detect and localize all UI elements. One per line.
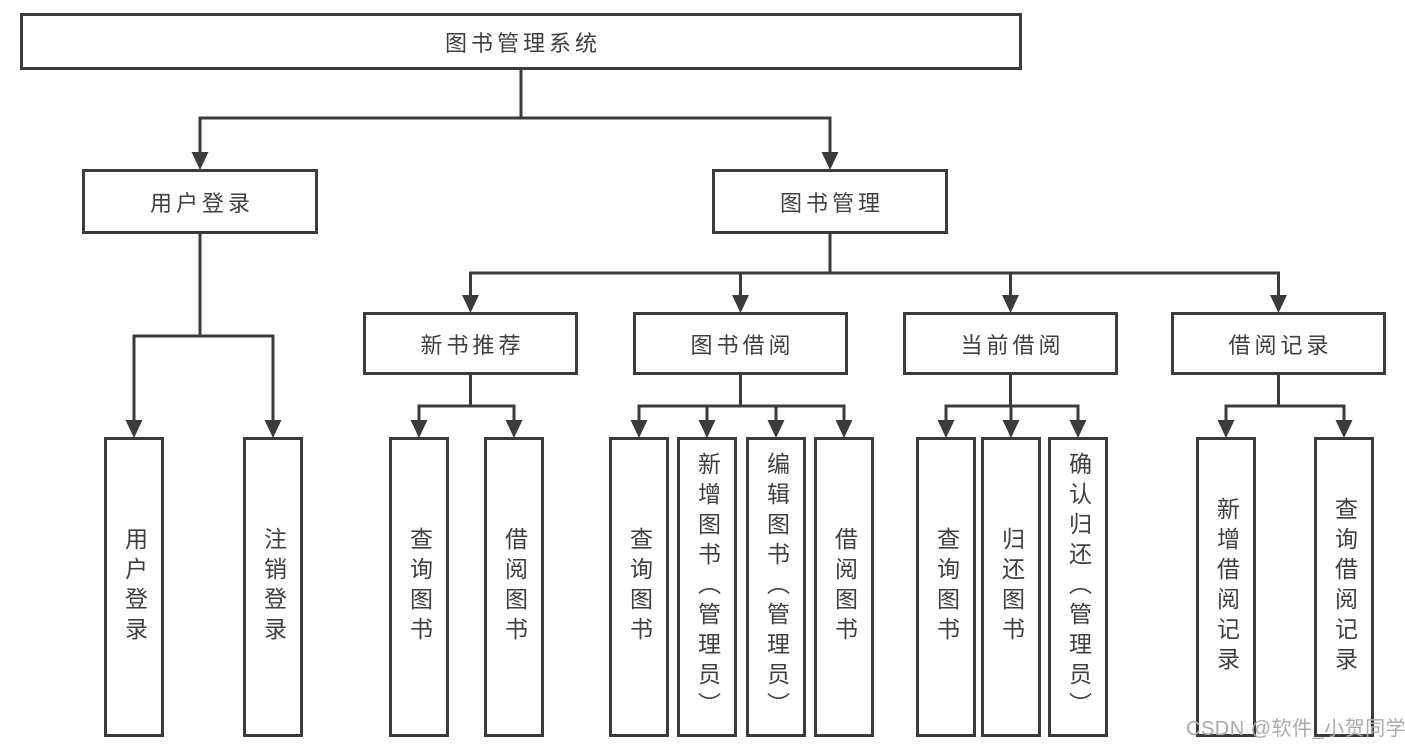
node-login: 用户登录 [104,437,164,737]
node-label: 注销登录 [260,527,287,647]
node-label: 新增借阅记录 [1213,497,1240,677]
node-add-book: 新增图书（管理员） [677,437,737,737]
node-edit-book: 编辑图书（管理员） [746,437,806,737]
node-label: 借阅图书 [831,527,858,647]
node-logout: 注销登录 [243,437,303,737]
node-current-borrow: 当前借阅 [903,312,1118,375]
node-label: 图书管理系统 [444,30,601,56]
node-query-borrow-record: 查询借阅记录 [1314,437,1374,737]
node-root: 图书管理系统 [20,13,1022,70]
node-label: 图书借阅 [690,332,795,358]
node-label: 用户登录 [149,190,254,216]
node-borrow-records: 借阅记录 [1171,312,1386,375]
node-label: 确认归还（管理员） [1065,452,1092,722]
node-new-book-rec: 新书推荐 [363,312,578,375]
node-book-borrow: 图书借阅 [633,312,848,375]
node-user-login: 用户登录 [82,169,318,234]
node-label: 查询图书 [626,527,653,647]
node-query-books-2: 查询图书 [609,437,669,737]
node-label: 查询图书 [933,527,960,647]
node-confirm-return: 确认归还（管理员） [1048,437,1108,737]
node-label: 借阅图书 [501,527,528,647]
node-label: 用户登录 [121,527,148,647]
node-label: 查询图书 [406,527,433,647]
node-label: 借阅记录 [1228,332,1333,358]
watermark: CSDN @软件_小贺同学 [1186,718,1405,740]
node-label: 归还图书 [998,527,1025,647]
node-query-books-1: 查询图书 [389,437,449,737]
node-add-borrow-record: 新增借阅记录 [1196,437,1256,737]
node-borrow-books-2: 借阅图书 [814,437,874,737]
node-label: 新书推荐 [420,332,525,358]
node-borrow-books-1: 借阅图书 [484,437,544,737]
node-label: 编辑图书（管理员） [763,452,790,722]
node-book-mgmt: 图书管理 [712,169,948,234]
node-label: 新增图书（管理员） [694,452,721,722]
node-return-book: 归还图书 [981,437,1041,737]
node-label: 查询借阅记录 [1331,497,1358,677]
node-query-books-3: 查询图书 [916,437,976,737]
node-label: 当前借阅 [960,332,1065,358]
node-label: 图书管理 [779,190,884,216]
